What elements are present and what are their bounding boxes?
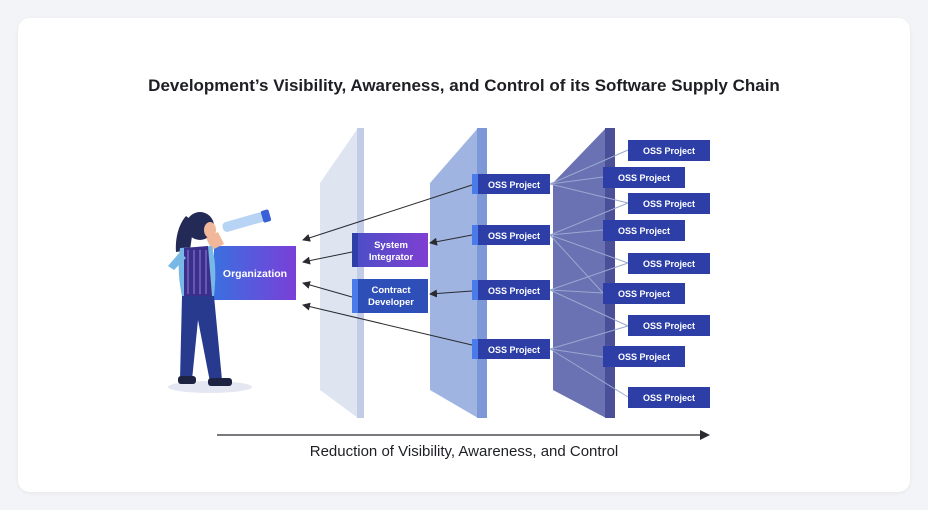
axis-caption: Reduction of Visibility, Awareness, and … — [309, 443, 619, 460]
tier2-oss-projects: OSS Project OSS Project OSS Project OSS … — [472, 174, 550, 359]
tier3-oss-projects: OSS Project OSS Project OSS Project OSS … — [603, 140, 710, 408]
oss-project-box: OSS Project — [628, 387, 710, 408]
oss-project-label: OSS Project — [618, 289, 670, 299]
organization-box: Organization — [214, 246, 296, 300]
arrow-icon — [302, 302, 473, 346]
oss-project-box: OSS Project — [603, 167, 685, 188]
arrow-icon — [302, 251, 353, 265]
oss-project-box: OSS Project — [472, 225, 550, 245]
oss-project-box: OSS Project — [603, 346, 685, 367]
oss-project-label: OSS Project — [488, 286, 540, 296]
oss-project-box: OSS Project — [472, 174, 550, 194]
visibility-panel-2 — [430, 128, 487, 418]
oss-project-label: OSS Project — [618, 173, 670, 183]
oss-project-box: OSS Project — [472, 339, 550, 359]
oss-project-box: OSS Project — [603, 283, 685, 304]
oss-project-label: OSS Project — [488, 345, 540, 355]
visibility-panel-3 — [553, 128, 615, 418]
diagram-title: Development’s Visibility, Awareness, and… — [148, 76, 780, 95]
arrow-icon — [302, 184, 473, 242]
system-integrator-label-line2: Integrator — [369, 252, 414, 263]
oss-project-box: OSS Project — [472, 280, 550, 300]
oss-project-label: OSS Project — [643, 146, 695, 156]
oss-project-label: OSS Project — [643, 321, 695, 331]
system-integrator-box: System Integrator — [352, 233, 428, 267]
contract-developer-box: Contract Developer — [352, 279, 428, 313]
oss-project-label: OSS Project — [488, 231, 540, 241]
contract-developer-label-line1: Contract — [371, 285, 411, 296]
arrow-icon — [429, 289, 473, 298]
oss-project-label: OSS Project — [643, 199, 695, 209]
oss-project-box: OSS Project — [603, 220, 685, 241]
system-integrator-label-line1: System — [374, 240, 408, 251]
organization-label: Organization — [223, 268, 287, 280]
oss-project-box: OSS Project — [628, 253, 710, 274]
oss-project-label: OSS Project — [618, 352, 670, 362]
oss-project-label: OSS Project — [643, 259, 695, 269]
oss-project-box: OSS Project — [628, 315, 710, 336]
oss-project-box: OSS Project — [628, 140, 710, 161]
arrow-icon — [429, 234, 473, 246]
oss-project-box: OSS Project — [628, 193, 710, 214]
arrow-icon — [302, 281, 353, 298]
person-with-telescope-icon — [168, 209, 272, 393]
arrow-icon — [700, 430, 710, 440]
oss-project-label: OSS Project — [618, 226, 670, 236]
flow-arrows — [302, 184, 473, 346]
visibility-panel-1 — [320, 128, 364, 418]
contract-developer-label-line2: Developer — [368, 297, 414, 308]
oss-project-label: OSS Project — [643, 393, 695, 403]
oss-project-label: OSS Project — [488, 180, 540, 190]
oss-connector-lines — [549, 149, 629, 398]
